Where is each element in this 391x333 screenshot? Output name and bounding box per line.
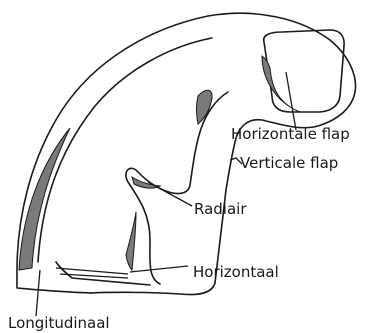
left-wall-line (56, 262, 150, 285)
label-horizontal-flap: Horizontale flap (231, 127, 350, 142)
horizontal-flap-shading (262, 56, 300, 112)
label-radial: Radiair (194, 202, 247, 217)
inner-cusp-outline (126, 92, 228, 284)
inner-tooth-contour (38, 38, 212, 262)
label-longitudinal: Longitudinaal (8, 316, 110, 331)
tooth-base (17, 278, 92, 293)
horizontal-leader (130, 266, 188, 272)
horizontal-crack-shading (126, 212, 136, 270)
radial-leader (148, 182, 192, 206)
longitudinal-crack-shading (19, 128, 70, 270)
longitudinal-leader (36, 270, 40, 316)
label-vertical-flap: Verticale flap (240, 156, 338, 171)
horizontal-flap-leader (286, 72, 296, 130)
label-horizontal: Horizontaal (193, 265, 279, 280)
